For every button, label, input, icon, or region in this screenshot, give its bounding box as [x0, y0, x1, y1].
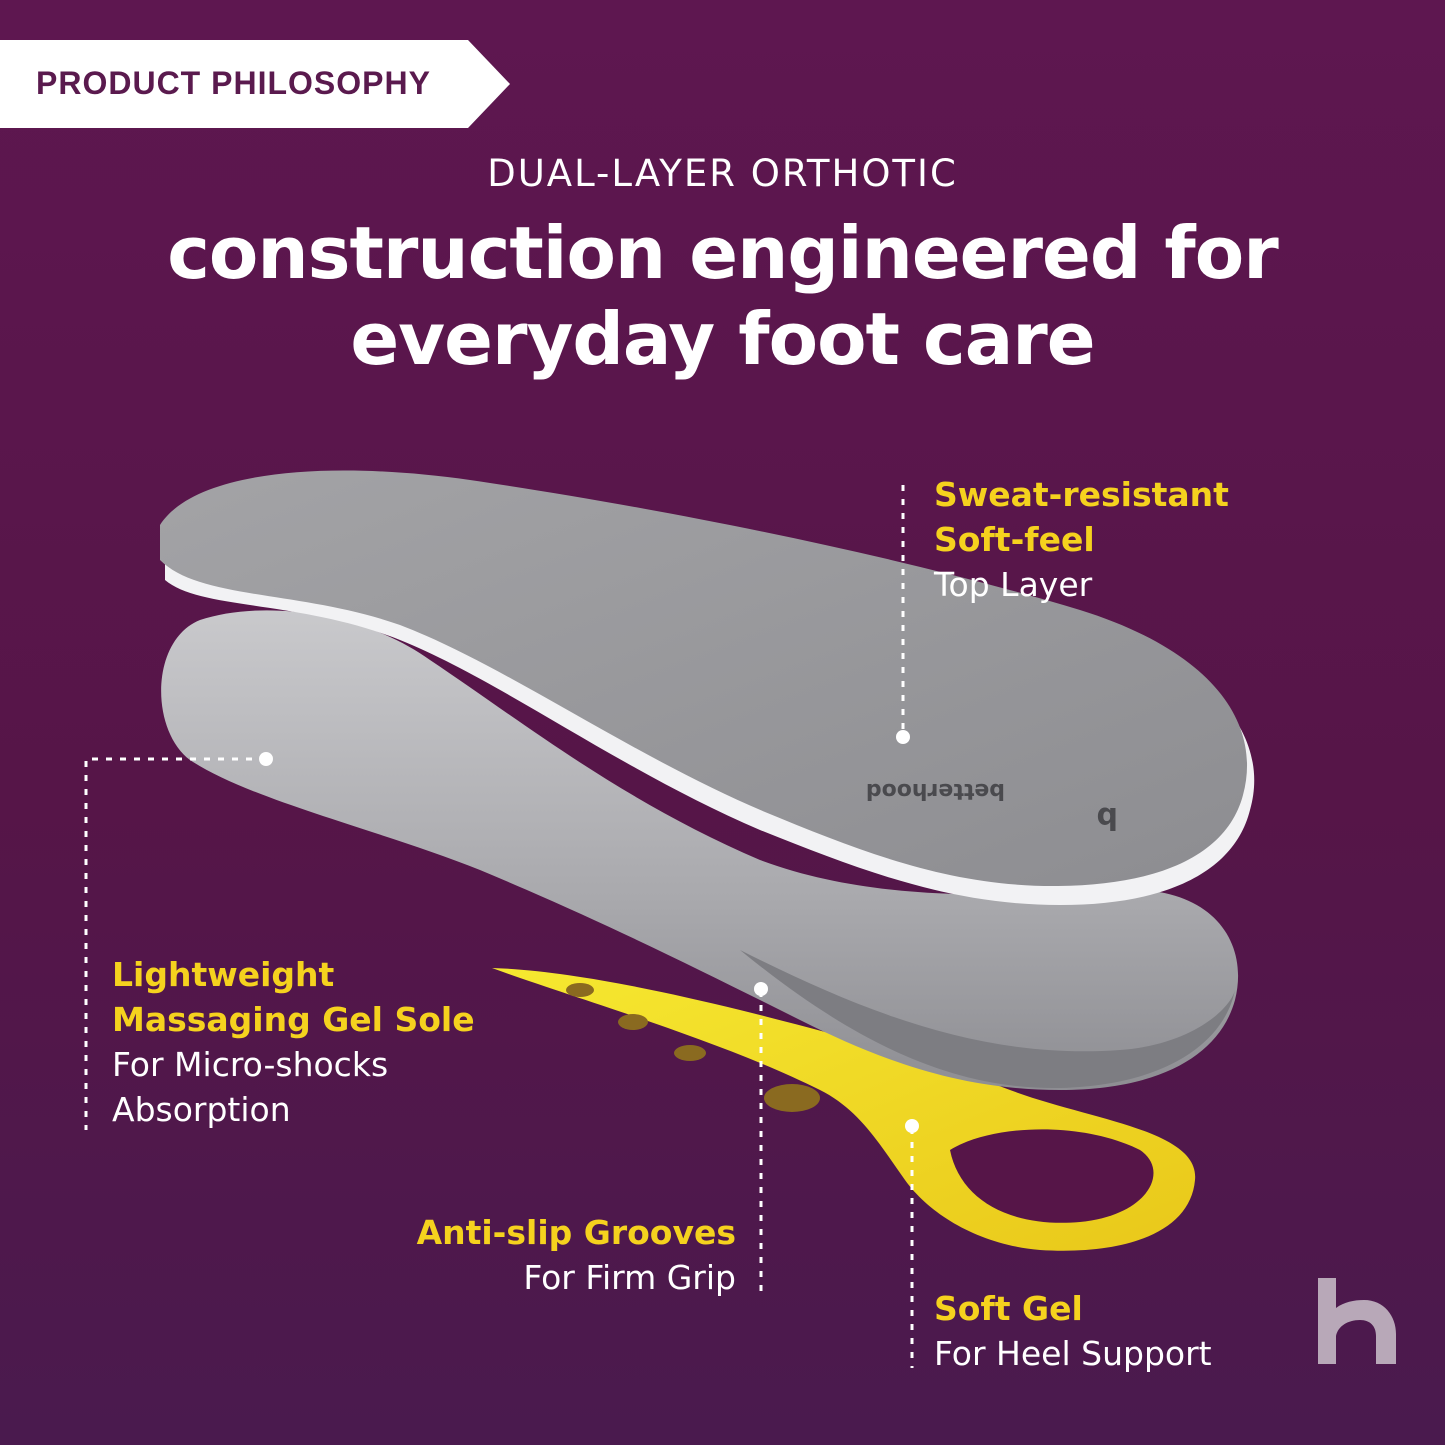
callout-grooves: Anti-slip Grooves For Firm Grip — [380, 1210, 736, 1300]
top-layer — [160, 470, 1248, 887]
headline: construction engineered for everyday foo… — [0, 210, 1445, 382]
gel-sole-highlight-2: Massaging Gel Sole — [112, 1000, 475, 1039]
headline-line-1: construction engineered for — [167, 211, 1278, 295]
heel-highlight: Soft Gel — [934, 1289, 1083, 1328]
grooves-text: For Firm Grip — [523, 1258, 736, 1297]
heel-text: For Heel Support — [934, 1334, 1212, 1373]
grooves-highlight: Anti-slip Grooves — [416, 1213, 736, 1252]
gel-sole-text-2: Absorption — [112, 1090, 291, 1129]
brand-mark-icon: b — [1097, 800, 1118, 835]
callout-dots — [259, 730, 919, 1133]
callout-top-layer: Sweat-resistant Soft-feel Top Layer — [934, 472, 1229, 607]
product-philosophy-tag: PRODUCT PHILOSOPHY — [0, 40, 510, 128]
callout-gel-sole: Lightweight Massaging Gel Sole For Micro… — [112, 952, 475, 1132]
top-layer-text: Top Layer — [934, 565, 1093, 604]
callout-heel: Soft Gel For Heel Support — [934, 1286, 1212, 1376]
top-layer-highlight-1: Sweat-resistant — [934, 475, 1229, 514]
b-logo-icon — [1318, 1278, 1396, 1364]
brand-print: betterhood — [866, 778, 1005, 803]
top-layer-highlight-2: Soft-feel — [934, 520, 1095, 559]
gel-sole-shell — [161, 610, 1239, 1090]
header-subtitle: DUAL-LAYER ORTHOTIC — [487, 152, 958, 195]
headline-line-2: everyday foot care — [350, 297, 1095, 381]
tag-label: PRODUCT PHILOSOPHY — [36, 65, 431, 101]
gel-sole-text-1: For Micro-shocks — [112, 1045, 389, 1084]
callout-leaders — [84, 485, 914, 1368]
gel-sole-highlight-1: Lightweight — [112, 955, 335, 994]
